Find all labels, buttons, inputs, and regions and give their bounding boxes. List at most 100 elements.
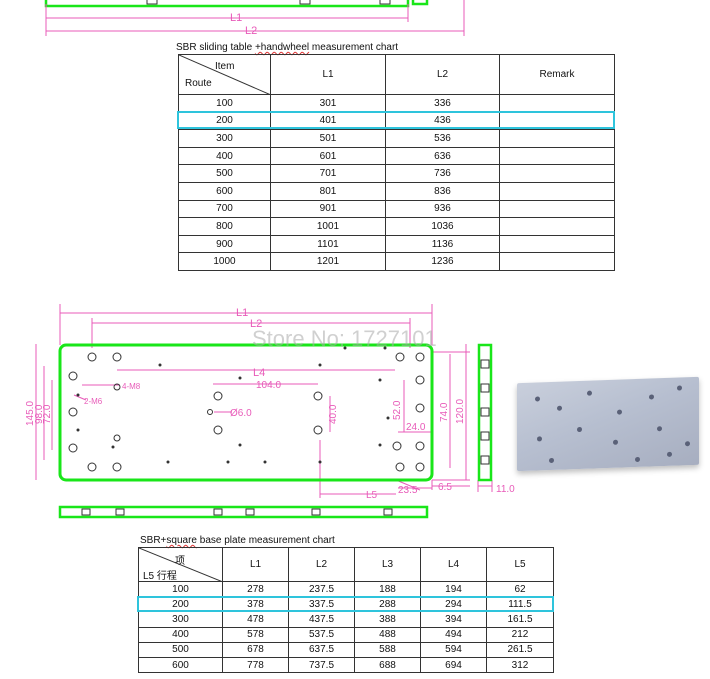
table2-caption: SBR+square base plate measurement chart — [140, 535, 335, 546]
table1-cell: 636 — [385, 146, 500, 166]
table2-cell: 637.5 — [288, 641, 355, 658]
plate-dim-145: 145.0 — [25, 401, 36, 426]
table1-cell — [499, 252, 615, 271]
table2-header: L1 — [222, 547, 289, 582]
table1-cell: 1036 — [385, 217, 500, 236]
plate-dim-40: 40.0 — [328, 404, 339, 424]
table1-cell: 836 — [385, 181, 500, 201]
table1-cell: 600 — [178, 181, 271, 201]
table1-header: Remark — [499, 54, 615, 95]
plate-dim-l4: L4 — [253, 367, 265, 379]
table2-cell: 194 — [420, 580, 487, 598]
table1-cell: 901 — [270, 199, 386, 219]
table2-cell: 161.5 — [486, 611, 554, 628]
table1-cell: 701 — [270, 164, 386, 183]
table2-cell: 337.5 — [288, 596, 355, 613]
plate-dim-23-5: 23.5 — [398, 485, 418, 496]
table2-corner-item: 项 — [175, 556, 185, 567]
table1-cell: 200 — [178, 111, 271, 131]
table2-cell: 437.5 — [288, 611, 355, 628]
table1-cell — [499, 217, 615, 236]
plate-dim-52: 52.0 — [392, 400, 403, 420]
table1-cell: 100 — [178, 94, 271, 113]
table2-cell: 111.5 — [486, 596, 554, 613]
plate-dim-l2: L2 — [250, 318, 262, 330]
table1-cell — [499, 199, 615, 219]
top-drawing: L1 L2 — [44, 0, 465, 37]
table2-header: L3 — [354, 547, 421, 582]
table2-cell: 288 — [354, 596, 421, 613]
table1-cell: 336 — [385, 94, 500, 113]
table2-cell: 537.5 — [288, 626, 355, 643]
table2-cell: 388 — [354, 611, 421, 628]
plate-hole-2m6: 2-M6 — [84, 397, 103, 406]
plate-dim-98: 98.0 — [34, 404, 45, 424]
base-plate-drawing: L1 L2 L4 104.0 4-M8 2-M6 Ø6.0 145.0 98.0… — [25, 304, 515, 519]
table1-cell: 900 — [178, 234, 271, 254]
table1-corner-item: Item — [215, 61, 235, 72]
store-watermark: Store No: 1727101 — [252, 326, 437, 351]
table1-cell: 536 — [385, 129, 500, 148]
table2-cell: 578 — [222, 626, 289, 643]
plate-dim-l5: L5 — [366, 490, 378, 501]
table1-cell: 500 — [178, 164, 271, 183]
table1-cell: 1201 — [270, 252, 386, 271]
table1-cell: 436 — [385, 111, 500, 131]
table1-cell — [499, 164, 615, 183]
table2-cell: 212 — [486, 626, 554, 643]
table1-cell: 700 — [178, 199, 271, 219]
table1-cell: 736 — [385, 164, 500, 183]
table2-cell: 694 — [420, 656, 487, 674]
table2-cell: 778 — [222, 656, 289, 674]
table2-header: L4 — [420, 547, 487, 582]
table2-cell: 488 — [354, 626, 421, 643]
table1-cell — [499, 94, 615, 113]
table1-cell: 1001 — [270, 217, 386, 236]
table1-cell: 300 — [178, 129, 271, 148]
top-dim-l1: L1 — [230, 12, 242, 24]
table1-cell — [499, 129, 615, 148]
table2-cell: 200 — [138, 596, 223, 613]
plate-dim-72: 72.0 — [42, 404, 53, 424]
table1-cell — [499, 181, 615, 201]
plate-dim-6-5: 6.5 — [438, 482, 452, 493]
table1-cell: 936 — [385, 199, 500, 219]
table2-cell: 188 — [354, 580, 421, 598]
table2-cell: 678 — [222, 641, 289, 658]
plate-dim-104: 104.0 — [256, 380, 281, 391]
table2-cell: 62 — [486, 580, 554, 598]
table1-cell: 501 — [270, 129, 386, 148]
table2-corner-route: L5 行程 — [143, 571, 177, 582]
table2-cell: 294 — [420, 596, 487, 613]
table2-cell: 278 — [222, 580, 289, 598]
table1-corner-cell: Item Route — [178, 54, 271, 95]
table1-cell: 1136 — [385, 234, 500, 254]
plate-hole-dia6: Ø6.0 — [230, 408, 252, 419]
table1-cell: 601 — [270, 146, 386, 166]
table1-cell — [499, 234, 615, 254]
table2-header: L5 — [486, 547, 554, 582]
plate-dim-l1: L1 — [236, 307, 248, 319]
table1-cell: 401 — [270, 111, 386, 131]
table2-cell: 261.5 — [486, 641, 554, 658]
table2-cell: 400 — [138, 626, 223, 643]
table1-cell: 1236 — [385, 252, 500, 271]
table1-corner-route: Route — [185, 78, 212, 89]
table1-cell — [499, 146, 615, 166]
